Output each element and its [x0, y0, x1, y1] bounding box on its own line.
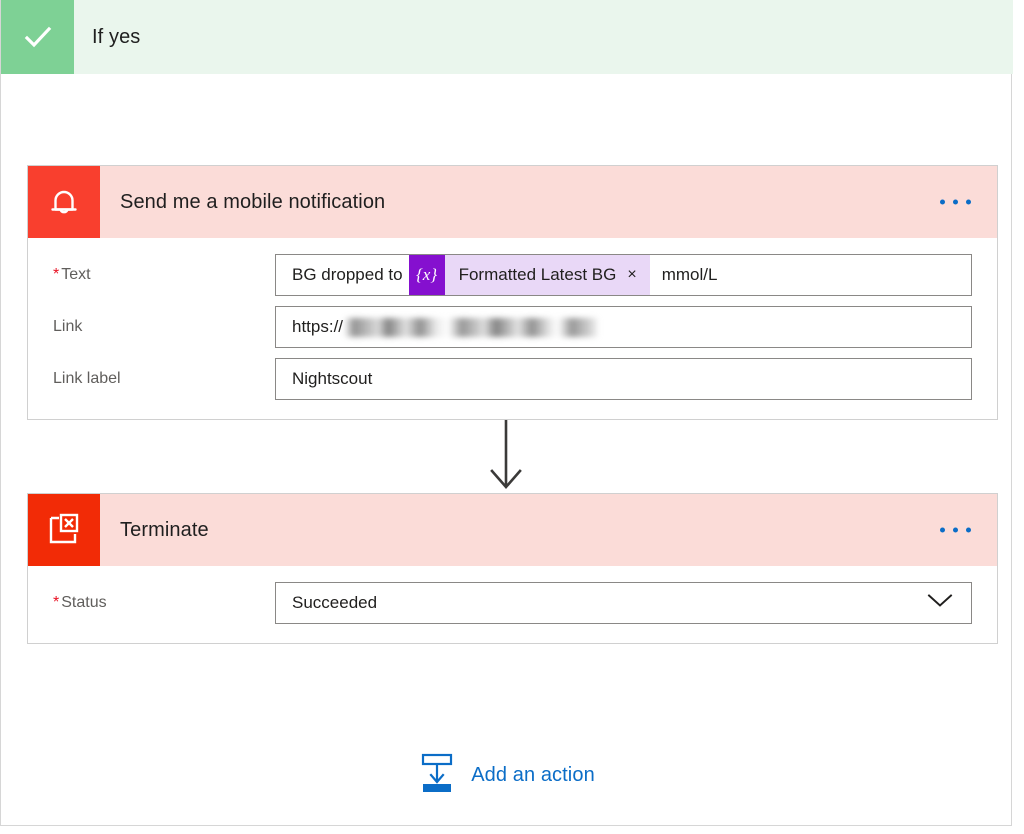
token-remove-icon[interactable]: × — [624, 255, 649, 295]
ellipsis-dot — [953, 528, 958, 533]
dynamic-content-token[interactable]: {x} Formatted Latest BG × — [409, 255, 650, 295]
connector-arrow — [1, 420, 1011, 492]
field-row-link-label: Link label Nightscout — [28, 353, 997, 405]
card-title-terminate: Terminate — [120, 519, 209, 542]
card-body-terminate: *Status Succeeded — [28, 577, 997, 629]
action-card-terminate: Terminate *Status Succeeded — [27, 493, 998, 644]
required-marker: * — [53, 266, 59, 283]
text-input-suffix: mmol/L — [650, 265, 718, 285]
link-input-value: https:// — [276, 317, 343, 337]
link-label-input-value: Nightscout — [276, 369, 372, 389]
action-card-send-mobile-notification: Send me a mobile notification *Text BG d… — [27, 165, 998, 420]
field-label-status-value: Status — [61, 594, 106, 611]
field-label-text: *Text — [53, 266, 275, 284]
scope-if-yes: If yes Send me a mobile notification — [0, 0, 1012, 826]
field-row-status: *Status Succeeded — [28, 577, 997, 629]
token-label: Formatted Latest BG — [445, 255, 625, 295]
field-label-link: Link — [53, 318, 275, 336]
card-title-notification: Send me a mobile notification — [120, 191, 385, 214]
field-label-link-label: Link label — [53, 370, 275, 388]
bell-icon — [28, 166, 100, 238]
ellipsis-dot — [966, 200, 971, 205]
card-header-notification[interactable]: Send me a mobile notification — [28, 166, 997, 238]
text-input-prefix: BG dropped to — [276, 265, 403, 285]
add-action-icon — [417, 752, 457, 799]
ellipsis-menu-notification[interactable] — [934, 192, 977, 213]
text-input[interactable]: BG dropped to {x} Formatted Latest BG × … — [275, 254, 972, 296]
field-label-text-value: Text — [61, 266, 90, 283]
card-body-notification: *Text BG dropped to {x} Formatted Latest… — [28, 249, 997, 405]
ellipsis-dot — [940, 528, 945, 533]
link-input[interactable]: https:// — [275, 306, 972, 348]
ellipsis-dot — [953, 200, 958, 205]
status-dropdown-value: Succeeded — [276, 593, 377, 613]
card-header-terminate[interactable]: Terminate — [28, 494, 997, 566]
check-icon — [1, 0, 74, 74]
status-dropdown[interactable]: Succeeded — [275, 582, 972, 624]
field-label-status: *Status — [53, 594, 275, 612]
field-row-text: *Text BG dropped to {x} Formatted Latest… — [28, 249, 997, 301]
required-marker: * — [53, 594, 59, 611]
ellipsis-dot — [966, 528, 971, 533]
ellipsis-dot — [940, 200, 945, 205]
scope-title: If yes — [92, 26, 140, 49]
terminate-icon — [28, 494, 100, 566]
redacted-url — [344, 318, 599, 337]
add-action-label: Add an action — [471, 764, 595, 787]
add-an-action-button[interactable]: Add an action — [1, 752, 1011, 799]
chevron-down-icon — [925, 592, 955, 615]
link-label-input[interactable]: Nightscout — [275, 358, 972, 400]
ellipsis-menu-terminate[interactable] — [934, 520, 977, 541]
down-arrow-icon — [483, 420, 529, 492]
scope-header[interactable]: If yes — [1, 0, 1013, 74]
expression-icon: {x} — [409, 255, 445, 295]
field-row-link: Link https:// — [28, 301, 997, 353]
